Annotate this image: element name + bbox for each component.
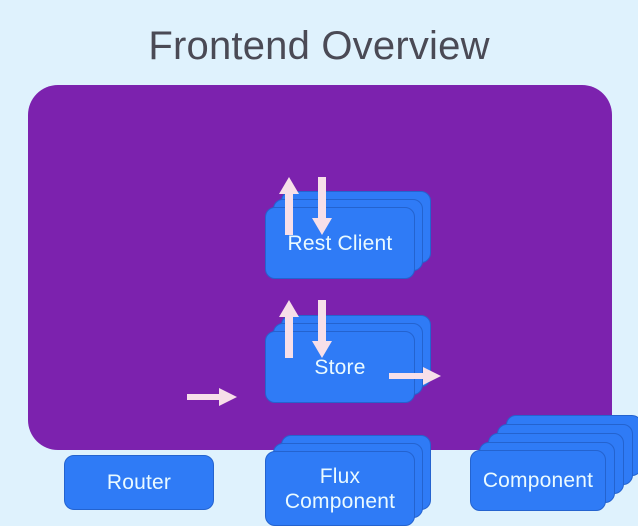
node-component[interactable]: Component bbox=[470, 415, 638, 511]
page-title: Frontend Overview bbox=[148, 24, 490, 68]
node-rest-client[interactable]: Rest Client bbox=[265, 191, 431, 279]
arrow-router-to-flux bbox=[187, 387, 237, 407]
arrow-store-to-rest-client bbox=[278, 177, 300, 235]
node-front-card[interactable]: Flux Component bbox=[265, 451, 415, 526]
arrow-flux-to-component bbox=[389, 366, 441, 386]
arrow-flux-to-store bbox=[278, 300, 300, 358]
diagram-panel: Rest Client Store Flux Component Router bbox=[28, 85, 638, 526]
node-front-card[interactable]: Router bbox=[64, 455, 214, 510]
node-label: Store bbox=[314, 355, 366, 379]
node-label: Router bbox=[106, 471, 172, 494]
node-router[interactable]: Router bbox=[64, 455, 214, 510]
node-store[interactable]: Store bbox=[265, 315, 431, 403]
node-label: Flux Component bbox=[284, 464, 396, 513]
node-label: Component bbox=[482, 469, 594, 492]
node-label: Rest Client bbox=[287, 231, 393, 255]
node-flux-component[interactable]: Flux Component bbox=[265, 435, 431, 526]
arrow-store-to-flux bbox=[311, 300, 333, 358]
arrow-rest-client-to-store bbox=[311, 177, 333, 235]
node-front-card[interactable]: Component bbox=[470, 450, 606, 511]
slide-canvas: Frontend Overview Rest Client Store Flux… bbox=[28, 24, 638, 526]
